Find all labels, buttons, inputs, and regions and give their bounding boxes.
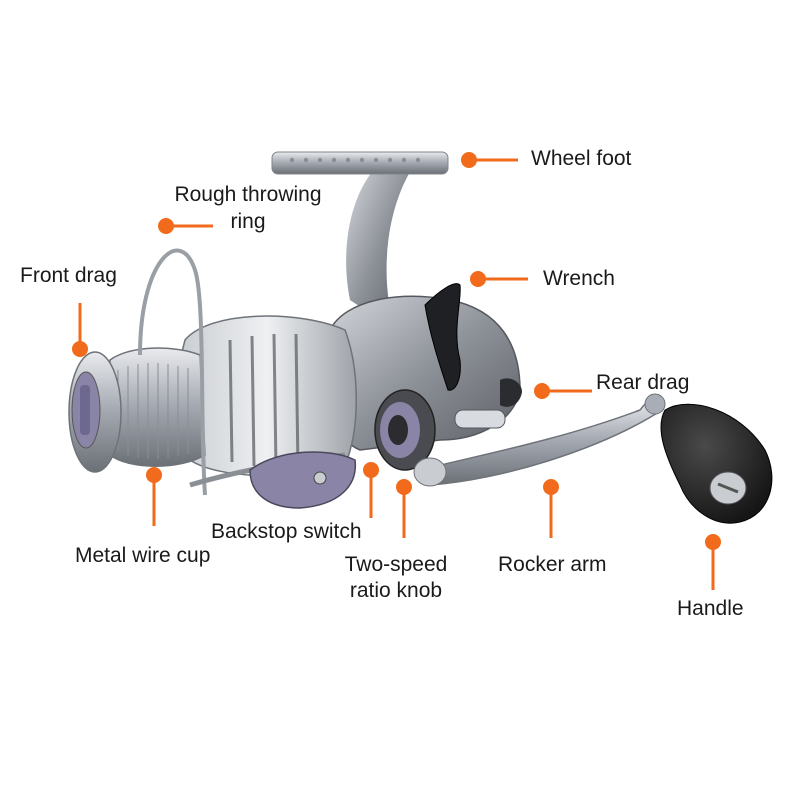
marker-handle [705,534,721,590]
label-handle: Handle [677,597,744,620]
marker-backstop-switch [363,462,379,518]
marker-rocker-arm [543,479,559,538]
label-metal-wire-cup: Metal wire cup [75,544,211,567]
marker-two-speed-knob [396,479,412,538]
marker-metal-wire-cup [146,467,162,526]
marker-rough-throwing-ring [158,218,213,234]
marker-rear-drag [534,383,592,399]
handle-knob [660,403,773,524]
wheel-foot-plate [271,151,449,175]
label-rough-throwing-ring-line2: ring [230,210,266,233]
label-rough-throwing-ring-line1: Rough throwing [174,183,322,206]
marker-wheel-foot [461,152,518,168]
wheel-foot-stem [346,172,410,330]
label-rocker-arm: Rocker arm [498,553,607,576]
label-wheel-foot: Wheel foot [531,147,632,170]
label-rough-throwing-ring: Rough throwing ring [158,183,338,234]
body-window [454,409,506,429]
label-backstop-switch: Backstop switch [211,520,362,543]
label-rear-drag: Rear drag [596,371,690,394]
label-two-speed-ratio-knob: Two-speed ratio knob [326,553,466,603]
reel-illustration [68,151,773,524]
label-two-speed-line1: Two-speed [344,553,448,576]
label-front-drag: Front drag [20,264,117,287]
wrench-lever [424,283,461,391]
marker-wrench [470,271,528,287]
backstop-plate [249,451,357,509]
bail-wire [138,248,207,496]
label-wrench: Wrench [543,267,615,290]
label-two-speed-line2: ratio knob [349,579,443,602]
callout-markers [72,152,721,590]
rear-drag-cap [500,378,522,407]
marker-front-drag [72,303,88,357]
